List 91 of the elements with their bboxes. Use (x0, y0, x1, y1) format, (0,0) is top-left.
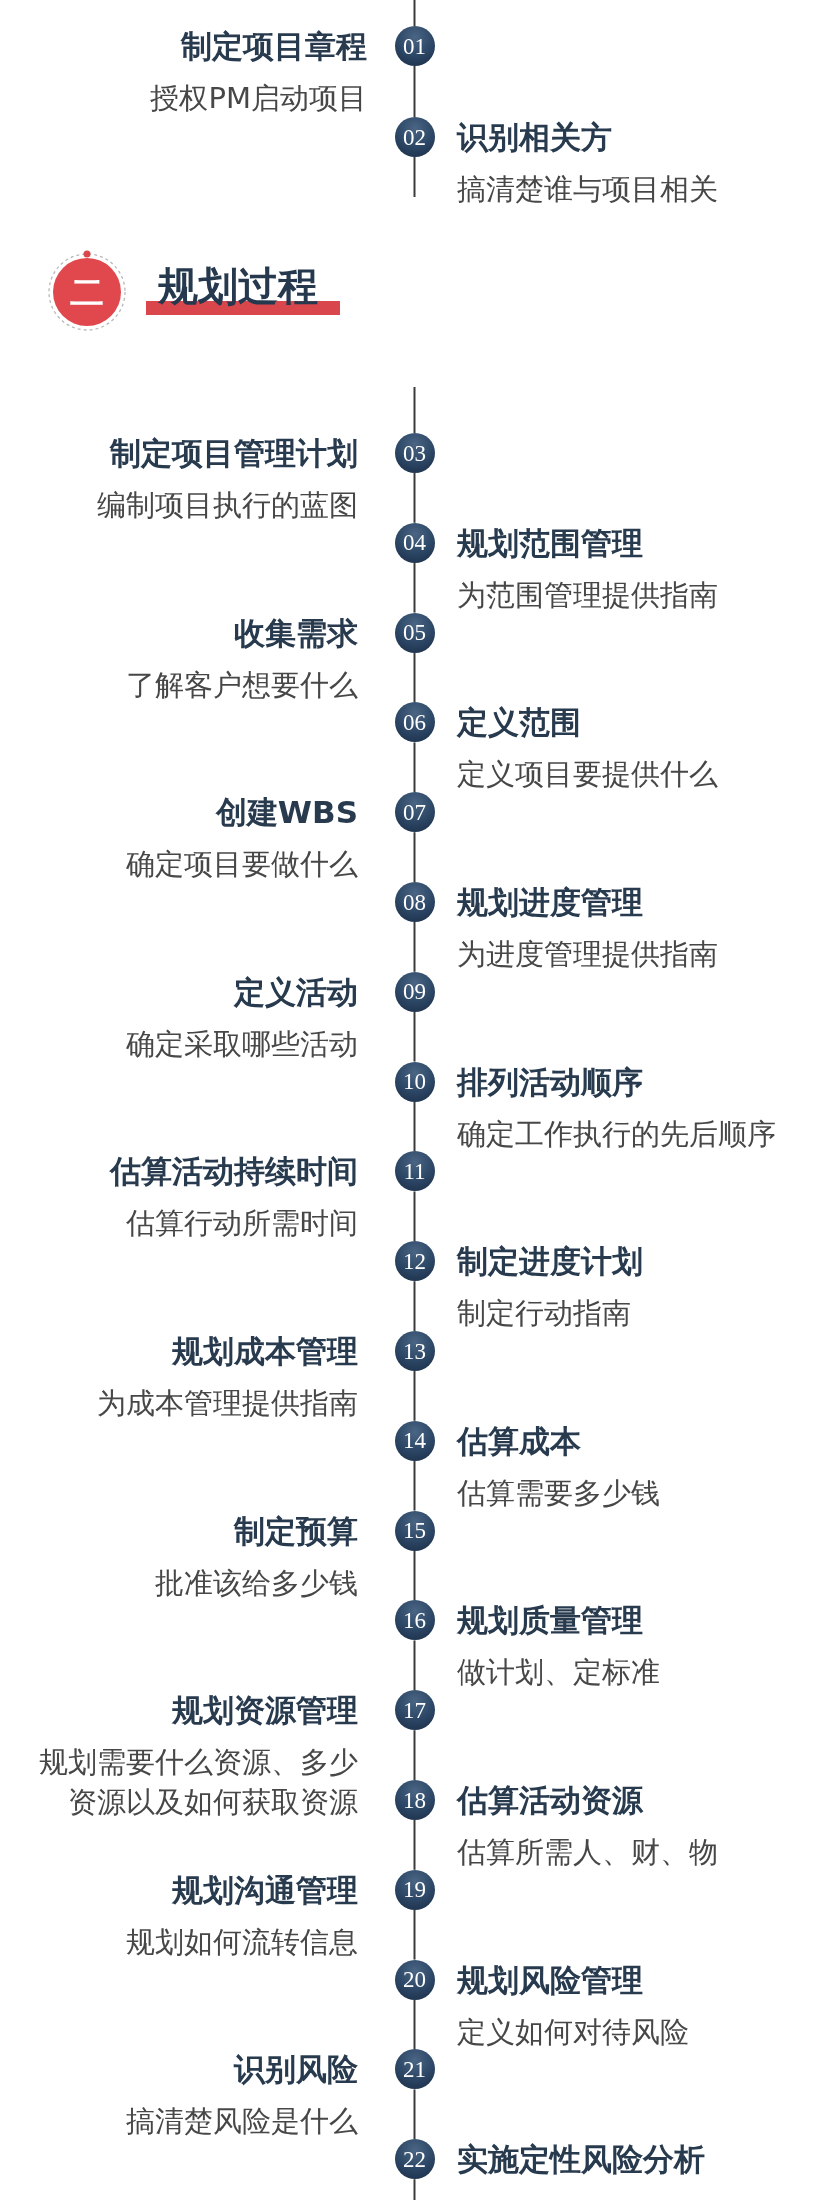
step-title: 规划质量管理 (457, 1601, 643, 1641)
step-description: 确定采取哪些活动 (126, 1025, 358, 1063)
timeline-line (413, 1639, 416, 1692)
step-title: 制定项目章程 (181, 27, 367, 66)
step-description: 了解客户想要什么 (126, 666, 358, 704)
timeline-line (413, 386, 416, 434)
step-number-circle: 13 (394, 1331, 435, 1371)
step-description: 为范围管理提供指南 (457, 576, 718, 614)
step-title: 制定预算 (234, 1511, 358, 1551)
step-description: 估算所需人、财、物 (457, 1834, 718, 1871)
step-description: 规划如何流转信息 (126, 1923, 358, 1961)
timeline-line (413, 1100, 416, 1153)
timeline-line (413, 1190, 416, 1243)
step-number-circle: 01 (394, 26, 435, 66)
timeline-line (413, 831, 416, 883)
step-number-circle: 15 (394, 1510, 435, 1551)
step-number-circle: 04 (394, 522, 435, 563)
step-title: 估算活动资源 (457, 1781, 643, 1820)
timeline-line (413, 561, 416, 614)
step-number-circle: 22 (394, 2139, 435, 2180)
step-title: 定义范围 (457, 703, 581, 743)
timeline-line (413, 65, 416, 118)
step-description: 估算行动所需时间 (126, 1205, 358, 1243)
step-number-circle: 20 (394, 1959, 435, 2000)
step-number-circle: 12 (394, 1241, 435, 1282)
step-number-circle: 06 (394, 702, 435, 743)
step-number-circle: 17 (394, 1690, 435, 1731)
step-title: 制定进度计划 (457, 1242, 643, 1282)
timeline-line (413, 1459, 416, 1512)
step-description: 为进度管理提供指南 (457, 936, 718, 973)
timeline-line (413, 1370, 416, 1422)
step-title: 规划范围管理 (457, 523, 643, 563)
step-title: 定义活动 (234, 972, 358, 1012)
underlined-section-heading: 规划过程 (146, 264, 340, 315)
timeline-line (413, 651, 416, 704)
timeline-line (413, 156, 416, 198)
step-title: 规划风险管理 (457, 1960, 643, 2000)
timeline-line (413, 2178, 416, 2200)
step-title: 识别相关方 (457, 118, 612, 157)
timeline-line (413, 1549, 416, 1602)
step-title: 规划沟通管理 (172, 1870, 358, 1910)
step-title: 排列活动顺序 (457, 1062, 643, 1102)
step-number-circle: 02 (394, 117, 435, 157)
step-description: 为成本管理提供指南 (97, 1385, 358, 1422)
step-description: 编制项目执行的蓝图 (97, 487, 358, 524)
timeline-line (413, 1908, 416, 1961)
step-number-circle: 03 (394, 433, 435, 473)
step-title: 创建WBS (215, 793, 358, 833)
step-description: 确定工作执行的先后顺序 (457, 1115, 776, 1153)
step-description: 确定项目要做什么 (126, 846, 358, 884)
step-number-circle: 09 (394, 971, 435, 1012)
timeline-line (413, 1819, 416, 1871)
step-number-circle: 07 (394, 792, 435, 833)
step-description: 定义项目要提供什么 (457, 756, 718, 794)
step-description: 搞清楚风险是什么 (126, 2103, 358, 2141)
section-number-circle: 二 (45, 250, 129, 334)
step-number-circle: 10 (394, 1061, 435, 1102)
step-description: 制定行动指南 (457, 1295, 631, 1333)
timeline-line (413, 741, 416, 794)
step-title: 估算活动持续时间 (110, 1152, 358, 1192)
timeline-line (413, 1010, 416, 1063)
step-title: 规划资源管理 (172, 1691, 358, 1731)
step-description: 授权PM启动项目 (150, 80, 367, 117)
step-number-circle: 08 (394, 882, 435, 922)
step-description: 定义如何对待风险 (457, 2013, 689, 2051)
step-description: 估算需要多少钱 (457, 1474, 660, 1512)
timeline-line (413, 1729, 416, 1781)
step-title: 规划成本管理 (172, 1332, 358, 1371)
step-title: 收集需求 (234, 613, 358, 653)
step-number-circle: 16 (394, 1600, 435, 1641)
step-description: 批准该给多少钱 (155, 1564, 358, 1602)
step-description: 规划需要什么资源、多少资源以及如何获取资源 (38, 1744, 358, 1822)
timeline-line (413, 0, 416, 27)
timeline-line (413, 472, 416, 524)
step-number-circle: 18 (394, 1780, 435, 1820)
step-number-circle: 11 (394, 1151, 435, 1192)
timeline-line (413, 1280, 416, 1332)
step-title: 规划进度管理 (457, 883, 643, 922)
step-title: 实施定性风险分析 (457, 2140, 705, 2180)
timeline-line (413, 921, 416, 973)
step-number-circle: 14 (394, 1420, 435, 1461)
step-title: 识别风险 (234, 2050, 358, 2090)
step-number-circle: 05 (394, 612, 435, 653)
step-title: 估算成本 (457, 1421, 581, 1461)
step-description: 做计划、定标准 (457, 1654, 660, 1692)
timeline-line (413, 1998, 416, 2051)
step-number-circle: 19 (394, 1869, 435, 1910)
step-number-circle: 21 (394, 2049, 435, 2090)
step-description: 搞清楚谁与项目相关 (457, 171, 718, 208)
timeline-line (413, 2088, 416, 2141)
step-title: 制定项目管理计划 (110, 434, 358, 473)
